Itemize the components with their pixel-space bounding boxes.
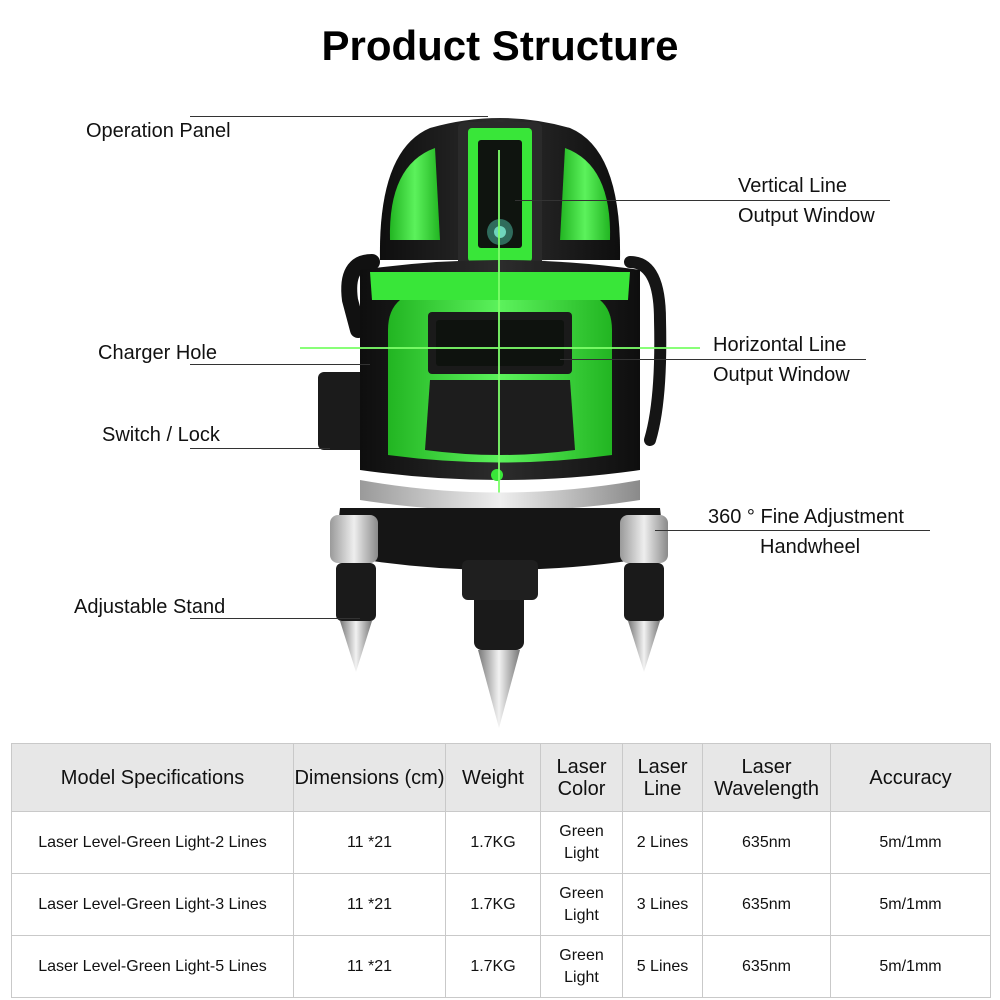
header-accuracy: Accuracy	[830, 743, 991, 812]
cell-wavelength: 635nm	[702, 811, 831, 874]
cell-laser-color: Green Light	[540, 935, 623, 998]
leader-operation-panel	[190, 116, 488, 117]
leader-horizontal-line	[560, 359, 866, 360]
leader-vertical-line	[515, 200, 890, 201]
callout-vertical-line-1: Vertical Line	[738, 175, 847, 197]
leg-tip-left	[340, 621, 372, 672]
table-row: Laser Level-Green Light-2 Lines 11 *21 1…	[11, 811, 991, 874]
spec-table: Model Specifications Dimensions (cm) Wei…	[11, 743, 991, 998]
laser-level-illustration	[300, 118, 700, 728]
callout-operation-panel: Operation Panel	[86, 120, 231, 142]
callout-vertical-line-2: Output Window	[738, 205, 875, 227]
header-model: Model Specifications	[11, 743, 294, 812]
handwheel-right	[620, 515, 668, 563]
header-laser-color: Laser Color	[540, 743, 623, 812]
spec-table-header-row: Model Specifications Dimensions (cm) Wei…	[11, 743, 991, 812]
header-weight: Weight	[445, 743, 541, 812]
leg-tip-right	[628, 621, 660, 672]
leader-charger-hole	[190, 364, 370, 365]
cell-laser-color: Green Light	[540, 873, 623, 936]
cell-laser-line: 5 Lines	[622, 935, 703, 998]
cell-accuracy: 5m/1mm	[830, 935, 991, 998]
cell-dimensions: 11 *21	[293, 811, 446, 874]
table-row: Laser Level-Green Light-3 Lines 11 *21 1…	[11, 873, 991, 936]
cell-weight: 1.7KG	[445, 873, 541, 936]
callout-switch-lock: Switch / Lock	[102, 424, 220, 446]
header-laser-line: Laser Line	[622, 743, 703, 812]
cell-dimensions: 11 *21	[293, 873, 446, 936]
handle-right	[624, 256, 667, 446]
header-dimensions: Dimensions (cm)	[293, 743, 446, 812]
switch-lock-knob	[318, 372, 370, 450]
cell-wavelength: 635nm	[702, 873, 831, 936]
cell-weight: 1.7KG	[445, 811, 541, 874]
cell-accuracy: 5m/1mm	[830, 811, 991, 874]
cell-model: Laser Level-Green Light-2 Lines	[11, 811, 294, 874]
callout-horizontal-line-2: Output Window	[713, 364, 850, 386]
header-laser-wavelength: Laser Wavelength	[702, 743, 831, 812]
cell-laser-color: Green Light	[540, 811, 623, 874]
cell-laser-line: 3 Lines	[622, 873, 703, 936]
cell-laser-line: 2 Lines	[622, 811, 703, 874]
callout-charger-hole: Charger Hole	[98, 342, 217, 364]
leg-tip-center	[478, 650, 520, 728]
base	[335, 508, 665, 570]
callout-adjustable-stand: Adjustable Stand	[74, 596, 226, 618]
cell-accuracy: 5m/1mm	[830, 873, 991, 936]
callout-handwheel-2: Handwheel	[760, 536, 861, 558]
handle-left	[341, 254, 380, 338]
leader-switch-lock	[190, 448, 330, 449]
leader-adjustable-stand	[190, 618, 360, 619]
callout-horizontal-line-1: Horizontal Line	[713, 334, 847, 356]
cell-wavelength: 635nm	[702, 935, 831, 998]
table-row: Laser Level-Green Light-5 Lines 11 *21 1…	[11, 935, 991, 998]
cell-model: Laser Level-Green Light-3 Lines	[11, 873, 294, 936]
leader-handwheel	[655, 530, 930, 531]
cell-model: Laser Level-Green Light-5 Lines	[11, 935, 294, 998]
handwheel-left	[330, 515, 378, 563]
cell-weight: 1.7KG	[445, 935, 541, 998]
cell-dimensions: 11 *21	[293, 935, 446, 998]
page-title: Product Structure	[321, 22, 679, 69]
callout-handwheel-1: 360 ° Fine Adjustment	[708, 506, 904, 528]
